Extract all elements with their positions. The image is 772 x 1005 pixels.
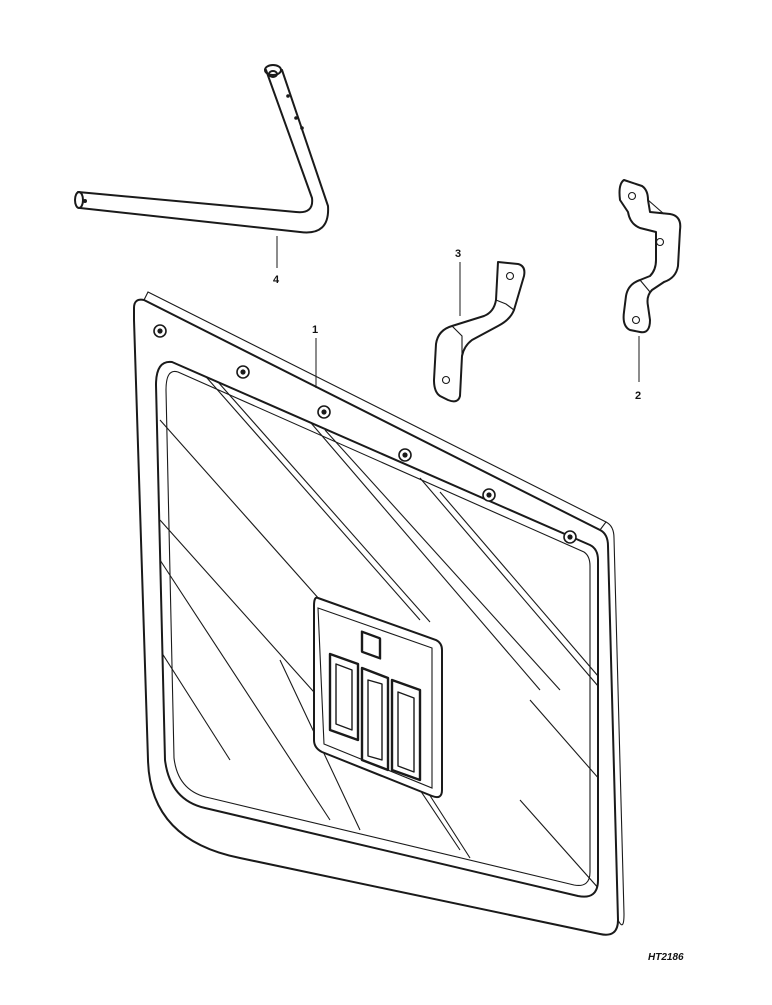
glass-shading [159, 369, 598, 891]
logo-plate [313, 596, 443, 799]
part-2-bracket [618, 179, 682, 334]
part-3-bracket [433, 261, 526, 403]
mounting-bolts [153, 324, 577, 544]
part-4-support-rod [74, 64, 330, 234]
part-1-mud-flap [133, 291, 625, 936]
callout-3: 3 [455, 248, 461, 260]
callout-2: 2 [635, 390, 641, 402]
callout-1: 1 [312, 324, 318, 336]
callout-4: 4 [273, 274, 280, 286]
ih-logo [328, 630, 422, 782]
drawing-reference: HT2186 [648, 952, 684, 963]
